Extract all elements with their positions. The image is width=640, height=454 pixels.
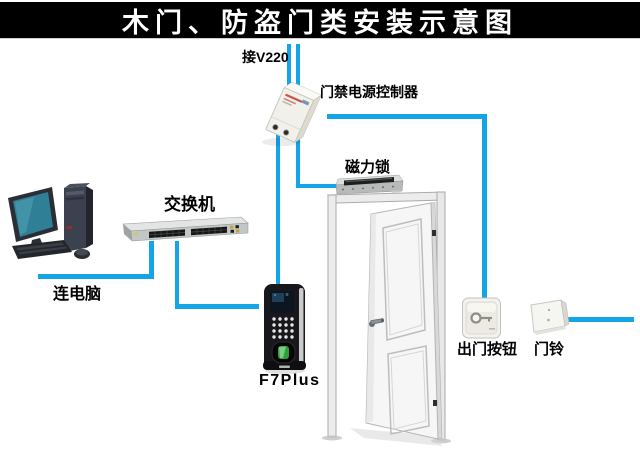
wire-controller-to-exit-button-vertical <box>482 114 487 300</box>
switch-port-bank-left <box>148 229 186 238</box>
label-computer: 连电脑 <box>53 286 102 303</box>
wire-v220-left <box>287 44 291 89</box>
label-exit-button: 出门按钮 <box>457 341 518 358</box>
network-switch-icon <box>117 212 249 246</box>
reader-keypad <box>272 317 294 339</box>
label-power-input: 接V220 <box>242 49 289 65</box>
wire-switch-to-reader-horizontal <box>175 304 259 309</box>
wire-controller-to-maglock-vertical <box>296 132 300 188</box>
door-handle <box>369 318 385 327</box>
reader-fingerprint-sensor <box>271 341 296 364</box>
page-title: 木门、防盗门类安装示意图 <box>0 2 640 39</box>
exit-button-icon <box>461 296 503 341</box>
computer-mouse <box>74 249 90 259</box>
label-maglock: 磁力锁 <box>345 159 391 176</box>
door-icon <box>316 186 456 454</box>
key-icon <box>470 312 492 324</box>
wire-switch-to-computer-horizontal <box>38 274 154 279</box>
door-leaf <box>365 202 443 440</box>
magnetic-lock-icon <box>333 172 405 198</box>
door-shadow <box>350 428 442 446</box>
wire-v220-right <box>296 44 300 90</box>
wire-controller-to-exit-button-horizontal <box>327 114 487 119</box>
reader-logo <box>279 365 290 368</box>
fingerprint-reader-icon <box>259 282 311 376</box>
power-controller-icon <box>252 80 328 148</box>
label-reader: F7Plus <box>259 372 321 389</box>
switch-uplink-ports <box>230 225 240 233</box>
label-controller: 门禁电源控制器 <box>320 84 418 100</box>
wire-switch-to-reader-vertical <box>175 241 179 308</box>
computer-tower <box>64 183 93 252</box>
doorbell-icon <box>526 298 570 338</box>
switch-port-bank-right <box>190 226 228 236</box>
wire-controller-to-reader <box>276 134 280 286</box>
label-doorbell: 门铃 <box>534 341 565 358</box>
wire-switch-to-computer-vertical <box>149 241 154 278</box>
wire-doorbell <box>568 317 634 322</box>
door-hinge-bottom <box>433 400 437 406</box>
reader-screen <box>270 291 294 313</box>
label-network-switch: 交换机 <box>164 195 215 214</box>
computer-icon <box>6 182 102 262</box>
computer-keyboard <box>12 240 72 259</box>
wire-controller-to-maglock-horizontal <box>296 184 340 188</box>
door-hinge-top <box>432 230 436 236</box>
